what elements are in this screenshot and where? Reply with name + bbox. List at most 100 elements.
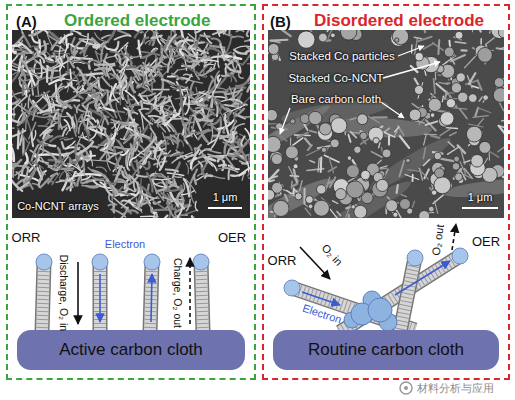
nanotube [32,30,40,33]
nanotube [450,132,457,135]
nanotube [154,174,161,178]
nanotube [40,149,56,160]
nanotube [96,30,101,31]
co-particle [469,94,478,103]
nanotube [422,30,425,32]
nanotube [227,73,236,81]
nanotube [38,125,47,128]
nanotube [79,136,87,137]
electron-label: Electron [105,238,145,251]
nanotube [300,181,303,191]
nanotube [271,39,288,42]
nanotube [135,128,142,142]
nanotube [500,46,504,49]
nanotube [74,105,86,112]
co-particle [414,85,423,94]
nanotube [68,30,81,33]
nanotube [424,135,427,145]
nanotube [435,201,438,213]
nanotube [423,148,425,159]
nanotube [162,80,175,84]
panel-title: Disordered electrode [314,11,484,31]
nanotube [226,157,235,168]
nanotube [346,205,351,218]
nanotube [199,103,214,110]
nanotube [282,30,291,36]
co-particle [455,31,463,39]
nanotube [426,121,439,125]
nanotube [158,85,163,101]
nanotube [185,54,188,62]
process-label: Charge, O₂ out [172,258,184,328]
nanotube [412,201,414,207]
nanotube [186,132,201,135]
nanotube [12,128,14,130]
nanotube [333,201,338,204]
co-particle [361,170,370,179]
scale-label: 1 μm [213,191,238,204]
nanotube [51,43,56,50]
nanotube [67,141,75,147]
nanotube [36,91,50,96]
nanotube [229,54,234,58]
nanotube [29,103,36,111]
nanotube [249,177,250,180]
nanotube [47,59,53,62]
nanotube [180,196,184,203]
co-particle [268,189,275,200]
co-particle [357,114,368,125]
panel-letter: (B) [270,13,291,30]
co-particle [392,30,408,45]
carbon-cloth-band: Routine carbon cloth [273,330,499,370]
nanotube [12,138,13,145]
nanotube [146,82,153,85]
co-particle [346,181,363,198]
nanotube [247,64,250,68]
nanotube [40,166,46,175]
co-particle [308,204,313,209]
nanotube [71,181,76,186]
nanotube [118,31,129,36]
nanotube [329,157,333,172]
nanotube [108,204,116,205]
nanotube [202,134,209,143]
nanotube [141,113,143,129]
nanotube [82,176,91,181]
co-particle [435,168,445,178]
co-particle [354,205,367,218]
nanotube [106,101,113,105]
nanotube [28,95,30,108]
nanotube [65,83,70,88]
nanotube [478,30,481,32]
nanotube [62,142,64,148]
nanotube [245,115,250,117]
nanotube [440,129,450,136]
nanotube [114,147,126,150]
watermark-icon [400,382,412,394]
nanotube [43,134,49,151]
nanotube [160,140,168,147]
nanotube [348,135,350,142]
nanotube [464,160,471,162]
nanotube [182,30,184,37]
nanotube [205,149,221,153]
process-label: O₂ in [319,242,345,269]
co-particle [431,190,436,195]
co-particle [451,83,461,93]
nanotube [16,30,23,33]
nanotube [45,52,50,57]
nanotube [171,87,186,92]
nanotube [248,68,250,81]
nanotube [208,100,212,116]
nanotube [411,45,413,53]
nanotube [139,109,149,111]
nanotube [152,180,167,187]
panel-title: Ordered electrode [64,11,210,31]
nanotube [70,69,72,85]
nanotube [337,212,341,216]
nanotube [399,161,404,177]
nanotube [486,37,496,45]
nanotube [143,58,147,77]
nanotube [140,186,150,195]
